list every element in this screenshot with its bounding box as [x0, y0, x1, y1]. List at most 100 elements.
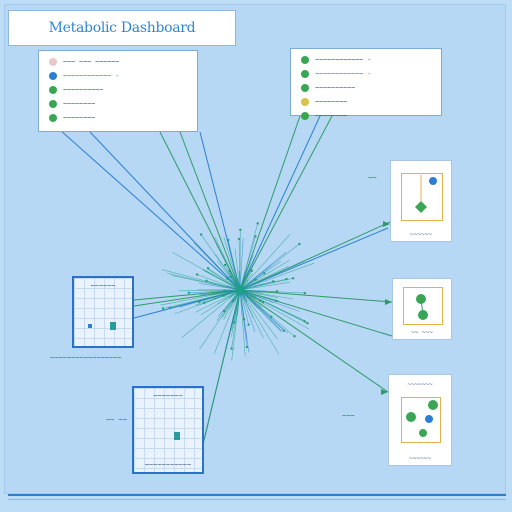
legend-label: ~~~~~~~~~~~~ - — [63, 72, 120, 80]
network-edge — [239, 289, 393, 303]
hub-ray — [239, 289, 264, 338]
pathway-node-icon — [406, 400, 438, 437]
network-edge — [199, 131, 241, 291]
hub-ray — [195, 289, 241, 313]
hub-ray — [239, 265, 289, 291]
hub-ray — [199, 283, 241, 291]
pathway-card-2[interactable]: ~~ ~~~ — [392, 278, 452, 340]
pathway-card-caption: ~~~~~~ — [409, 455, 431, 462]
legend-left: ~~~ ~~~ ~~~~~~~~~~~~~~~~~~ -~~~~~~~~~~~~… — [38, 50, 198, 132]
hub-node — [237, 237, 241, 241]
hub-node — [223, 263, 227, 267]
hub-node — [306, 322, 309, 325]
heatmap-grid-1[interactable]: ~~~~~~ — [72, 276, 134, 348]
network-edge — [239, 115, 333, 291]
legend-label: ~~~~~~~~ — [63, 100, 96, 108]
hub-node — [206, 267, 210, 270]
hub-node — [226, 277, 229, 280]
hub-ray — [239, 289, 279, 298]
legend-dot-icon — [49, 100, 57, 108]
annotation-label-2: ~~~ — [342, 412, 355, 420]
hub-ray — [239, 289, 282, 332]
bottom-rule-secondary — [8, 499, 506, 500]
legend-left-item[interactable]: ~~~ ~~~ ~~~~~~ — [49, 55, 191, 69]
hub-ray — [239, 289, 295, 337]
hub-ray — [239, 243, 300, 291]
legend-right-item[interactable]: ~~~~~~~~~~~~ - — [301, 53, 435, 67]
hub-ray — [228, 239, 241, 291]
legend-dot-icon — [301, 70, 309, 78]
legend-label: ~~~~~~~~ — [315, 112, 348, 120]
network-edge — [239, 227, 389, 291]
annotation-label-1: ~~ — [368, 174, 377, 182]
hub-node — [274, 299, 278, 303]
legend-dot-icon — [49, 58, 57, 66]
legend-label: ~~~~~~~~~~ — [315, 84, 356, 92]
legend-dot-icon — [49, 86, 57, 94]
network-edge — [239, 115, 301, 291]
pathway-card-3[interactable]: ~~~~~~~ ~~~~~~ — [388, 374, 452, 466]
hub-ray — [172, 252, 241, 291]
hub-node — [187, 291, 190, 294]
legend-right-item[interactable]: ~~~~~~~~ — [301, 109, 435, 123]
edge-arrowhead-icon — [385, 299, 392, 305]
legend-label: ~~~~~~~~~~~~ - — [315, 70, 372, 78]
network-edge — [89, 131, 241, 291]
hub-node — [222, 294, 226, 297]
legend-left-item[interactable]: ~~~~~~~~ — [49, 97, 191, 111]
hub-ray — [239, 262, 315, 291]
page-title: Metabolic Dashboard — [48, 20, 196, 36]
legend-left-item[interactable]: ~~~~~~~~~~ — [49, 83, 191, 97]
hub-node — [161, 307, 165, 310]
network-edge — [59, 129, 241, 291]
hub-ray — [239, 289, 300, 312]
hub-node — [298, 242, 301, 246]
hub-node — [227, 238, 230, 242]
heatmap-grid-2[interactable]: ~~~~~~~ ~~~~~~~~~~~ — [132, 386, 204, 474]
network-edge — [239, 289, 389, 393]
legend-dot-icon — [49, 72, 57, 80]
hub-ray — [239, 236, 256, 291]
grid-caption: ~~~~~~~~~~~~~~~~~ — [50, 354, 122, 362]
hub-ray — [161, 269, 241, 291]
grid-title: ~~~~~~ — [90, 282, 116, 290]
hub-ray — [225, 289, 241, 349]
hub-ray — [239, 289, 276, 302]
hub-node — [250, 269, 253, 272]
hub-ray — [209, 283, 241, 291]
pathway-node-icon — [416, 294, 428, 320]
hub-node — [203, 301, 206, 304]
hub-center-node[interactable] — [235, 285, 245, 295]
legend-dot-icon — [301, 98, 309, 106]
hub-ray — [239, 289, 305, 294]
hub-ray — [239, 260, 290, 291]
hub-ray — [239, 289, 278, 340]
hub-node — [245, 345, 249, 349]
hub-ray — [239, 289, 248, 341]
legend-dot-icon — [301, 84, 309, 92]
legend-right-item[interactable]: ~~~~~~~~~~~~ - — [301, 67, 435, 81]
hub-ray — [191, 289, 241, 303]
legend-right-item[interactable]: ~~~~~~~~ — [301, 95, 435, 109]
hub-ray — [239, 255, 254, 291]
hub-ray — [239, 238, 244, 291]
hub-ray — [239, 281, 291, 291]
hub-ray — [193, 242, 241, 291]
hub-node — [256, 222, 259, 225]
hub-node — [293, 335, 296, 338]
hub-ray — [160, 289, 241, 306]
pathway-card-caption: ~~~~~~ — [410, 231, 432, 238]
legend-left-item[interactable]: ~~~~~~~~ — [49, 111, 191, 125]
hub-ray — [213, 289, 241, 355]
legend-left-item[interactable]: ~~~~~~~~~~~~ - — [49, 69, 191, 83]
edge-arrowhead-icon — [381, 389, 388, 395]
hub-ray — [239, 289, 256, 333]
pathway-frame — [401, 397, 441, 443]
pathway-card-1[interactable]: ~~~~~~ — [390, 160, 452, 242]
legend-dot-icon — [301, 56, 309, 64]
hub-ray — [239, 289, 249, 325]
legend-dot-icon — [49, 114, 57, 122]
legend-right-item[interactable]: ~~~~~~~~~~ — [301, 81, 435, 95]
hub-ray — [239, 260, 305, 291]
